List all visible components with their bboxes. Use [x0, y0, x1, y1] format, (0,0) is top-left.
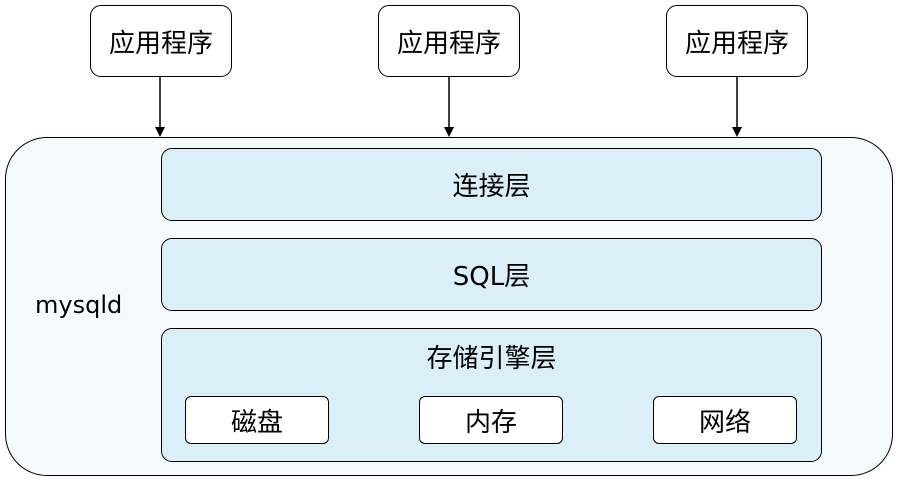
disk-label: 磁盘: [230, 407, 283, 438]
application-label: 应用程序: [396, 28, 501, 59]
storage-engine-layer-label: 存储引擎层: [426, 344, 557, 374]
memory-box: 内存: [419, 396, 563, 444]
connection-layer: 连接层: [161, 148, 822, 221]
application-box: 应用程序: [666, 5, 808, 77]
application-label: 应用程序: [684, 28, 789, 59]
storage-engine-layer: 存储引擎层 磁盘 内存 网络: [161, 328, 822, 462]
arrow-app2-to-connection: [444, 77, 454, 137]
memory-label: 内存: [464, 407, 517, 438]
network-box: 网络: [653, 396, 797, 444]
sql-layer: SQL层: [161, 238, 822, 311]
disk-box: 磁盘: [185, 396, 329, 444]
arrow-app1-to-connection: [155, 77, 165, 137]
mysqld-label: mysqld: [35, 291, 123, 319]
sql-layer-label: SQL层: [452, 262, 531, 292]
network-label: 网络: [698, 407, 751, 438]
application-box: 应用程序: [378, 5, 520, 77]
connection-layer-label: 连接层: [452, 172, 531, 202]
application-label: 应用程序: [108, 28, 213, 59]
arrow-app3-to-connection: [732, 77, 742, 137]
application-box: 应用程序: [90, 5, 232, 77]
